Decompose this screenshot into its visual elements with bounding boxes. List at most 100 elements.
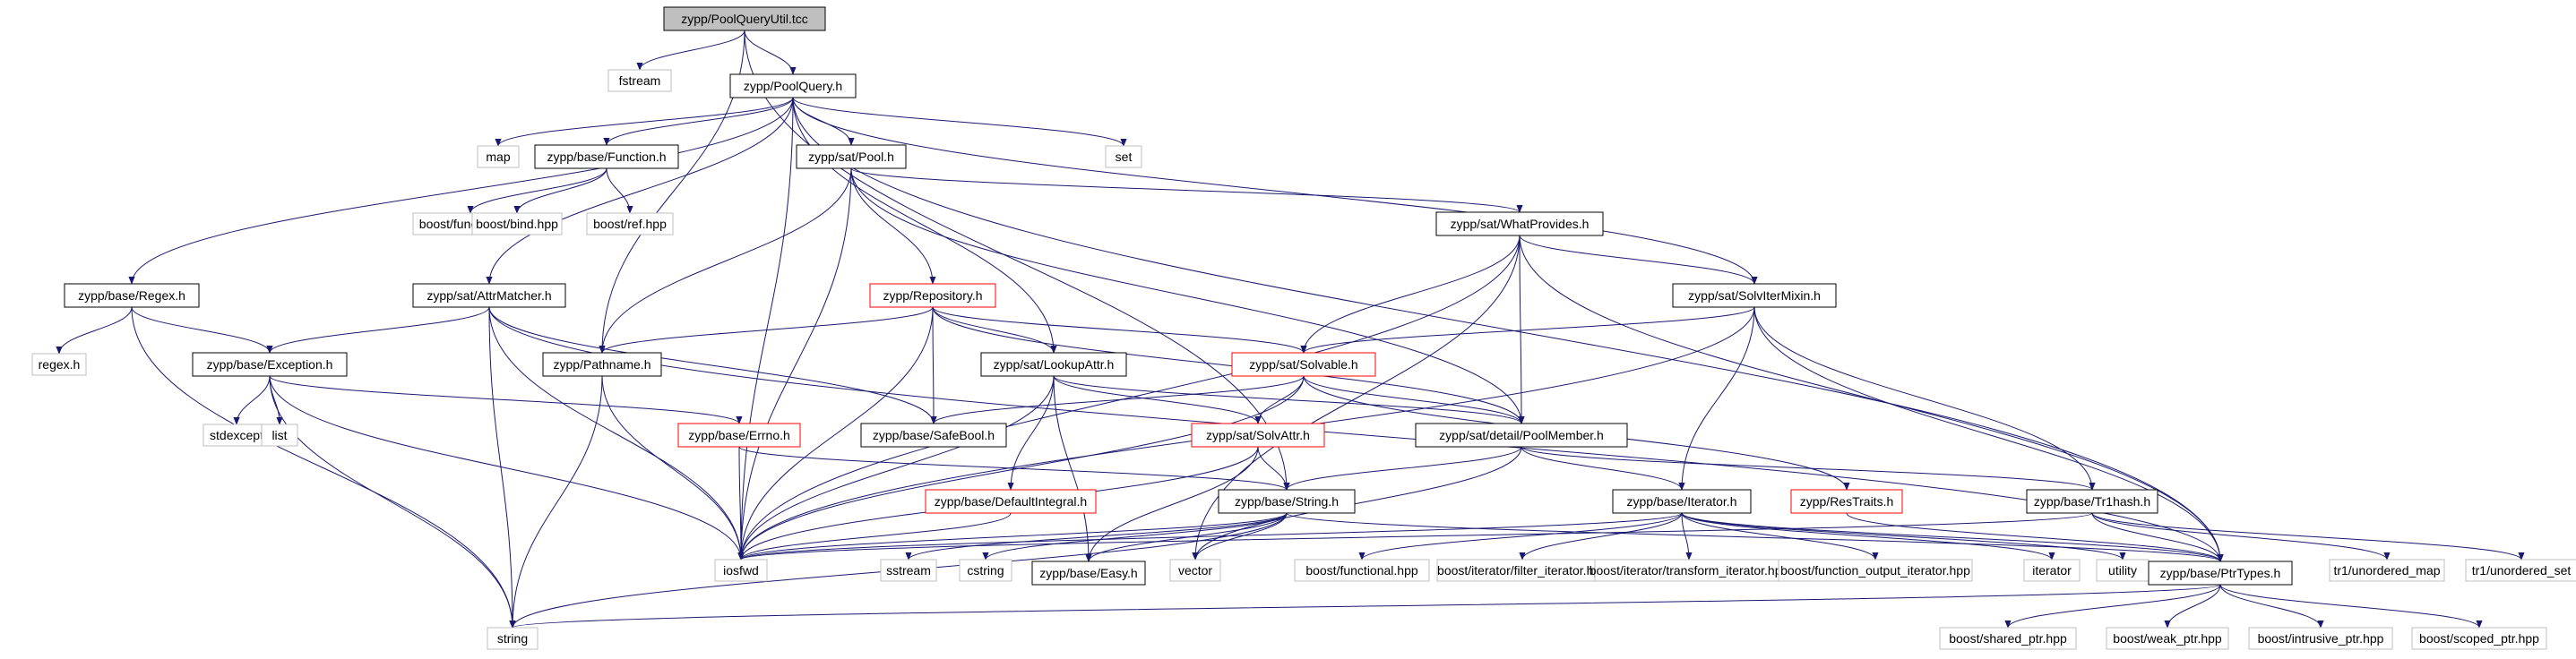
node-label: tr1/unordered_set — [2472, 563, 2572, 578]
edge-whatprovides-to-solviter — [1519, 235, 1758, 285]
node-label: boost/intrusive_ptr.hpp — [2258, 631, 2384, 646]
node-label: utility — [2108, 563, 2137, 578]
node-box — [1031, 561, 1146, 586]
edge-solvable-to-safebool — [930, 375, 1305, 424]
node-safebool[interactable]: zypp/base/SafeBool.h — [860, 423, 1007, 448]
node-label: zypp/sat/SolvIterMixin.h — [1688, 288, 1821, 303]
node-pathname[interactable]: zypp/Pathname.h — [542, 352, 662, 377]
node-label: zypp/PoolQuery.h — [744, 79, 842, 93]
node-easy[interactable]: zypp/base/Easy.h — [1031, 561, 1146, 586]
node-label: stdexcept — [210, 428, 263, 442]
node-root[interactable]: zypp/PoolQueryUtil.tcc — [663, 6, 826, 31]
node-tr1hash[interactable]: zypp/base/Tr1hash.h — [2026, 489, 2158, 514]
edge-poolquery-to-iosfwd — [737, 97, 794, 561]
node-box — [796, 144, 907, 169]
node-box — [2248, 627, 2393, 650]
node-scopedptr: boost/scoped_ptr.hpp — [2411, 627, 2547, 650]
edge-string-to-ptrtypes — [1286, 512, 2224, 562]
node-restraits[interactable]: zypp/ResTraits.h — [1790, 489, 1903, 514]
edge-repository-to-lookupattr — [932, 306, 1057, 354]
edge-poolquery-to-set — [792, 97, 1127, 147]
edge-poolquery-to-map — [495, 97, 794, 147]
edge-pathname-to-stdstring — [509, 375, 603, 629]
edge-solviter-to-ptrtypes — [1753, 306, 2224, 562]
node-lookupattr[interactable]: zypp/sat/LookupAttr.h — [980, 352, 1127, 377]
node-box — [2026, 489, 2158, 514]
node-label: regex.h — [39, 357, 81, 372]
node-string[interactable]: zypp/base/String.h — [1218, 489, 1356, 514]
node-solvattr[interactable]: zypp/sat/SolvAttr.h — [1191, 423, 1325, 448]
node-satpool[interactable]: zypp/sat/Pool.h — [796, 144, 907, 169]
edge-ptrtypes-to-intrusiveptr — [2219, 584, 2324, 629]
edge-attrmatcher-to-iosfwd — [488, 306, 745, 561]
node-attrmatcher[interactable]: zypp/sat/AttrMatcher.h — [412, 283, 566, 308]
edge-root-to-fstream — [636, 30, 745, 71]
edge-pathname-to-iosfwd — [601, 375, 745, 561]
node-box — [1778, 559, 1973, 582]
node-label: zypp/base/String.h — [1235, 494, 1339, 509]
node-label: zypp/base/Function.h — [547, 150, 666, 164]
node-intrusiveptr: boost/intrusive_ptr.hpp — [2248, 627, 2393, 650]
node-label: zypp/Repository.h — [883, 288, 982, 303]
node-iteratorstd: iterator — [2023, 559, 2081, 582]
edge-lookupattr-to-poolmember — [1053, 375, 1525, 424]
edge-ptrtypes-to-scopedptr — [2219, 584, 2483, 629]
node-box — [729, 73, 857, 98]
edge-root-to-poolquery — [744, 30, 797, 75]
edge-defaultintegral-to-iosfwd — [737, 512, 1012, 561]
node-label: zypp/base/DefaultIntegral.h — [935, 494, 1087, 509]
edge-poolquery-to-solviter — [792, 97, 1758, 285]
node-errno[interactable]: zypp/base/Errno.h — [677, 423, 801, 448]
node-box — [2096, 559, 2150, 582]
node-box — [1672, 283, 1837, 308]
node-regex[interactable]: zypp/base/Regex.h — [64, 283, 200, 308]
node-label: zypp/base/Exception.h — [207, 357, 333, 372]
node-defaultintegral[interactable]: zypp/base/DefaultIntegral.h — [925, 489, 1097, 514]
edge-repository-to-poolmember — [932, 306, 1525, 424]
edge-poolmember-to-iterator — [1521, 446, 1685, 491]
edge-repository-to-iosfwd — [737, 306, 934, 561]
node-ptrtypes[interactable]: zypp/base/PtrTypes.h — [2148, 561, 2293, 586]
node-box — [607, 69, 672, 92]
node-label: iterator — [2032, 563, 2072, 578]
node-iterator[interactable]: zypp/base/Iterator.h — [1612, 489, 1752, 514]
node-boostbind: boost/bind.hpp — [471, 212, 563, 235]
edge-errno-to-iosfwd — [737, 446, 745, 561]
edge-poolquery-to-ptrtypes — [792, 97, 2224, 562]
edge-ptrtypes-to-stdstring — [510, 584, 2221, 629]
node-label: vector — [1178, 563, 1212, 578]
node-solvable[interactable]: zypp/sat/Solvable.h — [1231, 352, 1376, 377]
node-box — [487, 627, 538, 650]
edge-string-to-sstream — [905, 512, 1288, 561]
node-repository[interactable]: zypp/Repository.h — [869, 283, 996, 308]
edge-satpool-to-repository — [850, 167, 936, 285]
edge-exception-to-stdstring — [269, 375, 516, 629]
node-set: set — [1105, 145, 1142, 168]
node-box — [586, 212, 674, 235]
edge-ptrtypes-to-weakptr — [2164, 584, 2221, 629]
node-label: zypp/sat/AttrMatcher.h — [426, 288, 551, 303]
edge-repository-to-safebool — [930, 306, 937, 424]
node-box — [2106, 627, 2229, 650]
node-whatprovides[interactable]: zypp/sat/WhatProvides.h — [1435, 211, 1604, 236]
node-label: boost/iterator/filter_iterator.hpp — [1437, 563, 1607, 578]
node-label: zypp/base/Easy.h — [1039, 566, 1137, 580]
edge-poolquery-to-function — [603, 97, 794, 146]
node-exception[interactable]: zypp/base/Exception.h — [192, 352, 348, 377]
node-function[interactable]: zypp/base/Function.h — [534, 144, 679, 169]
node-poolquery[interactable]: zypp/PoolQuery.h — [729, 73, 857, 98]
edge-iterator-to-ptrtypes — [1681, 512, 2224, 562]
node-solviter[interactable]: zypp/sat/SolvIterMixin.h — [1672, 283, 1837, 308]
edge-solviter-to-solvable — [1300, 306, 1755, 354]
node-vector: vector — [1169, 559, 1221, 582]
node-label: zypp/base/Tr1hash.h — [2034, 494, 2150, 509]
node-label: zypp/base/Iterator.h — [1627, 494, 1737, 509]
edge-repository-to-pathname — [599, 306, 934, 354]
node-poolmember[interactable]: zypp/sat/detail/PoolMember.h — [1415, 423, 1628, 448]
edge-whatprovides-to-ptrtypes — [1519, 235, 2224, 562]
edge-iterator-to-boostfunctional — [1358, 512, 1683, 561]
node-box — [1218, 489, 1356, 514]
node-label: zypp/sat/Pool.h — [808, 150, 894, 164]
node-box — [880, 559, 937, 582]
node-label: boost/iterator/transform_iterator.hpp — [1590, 563, 1789, 578]
